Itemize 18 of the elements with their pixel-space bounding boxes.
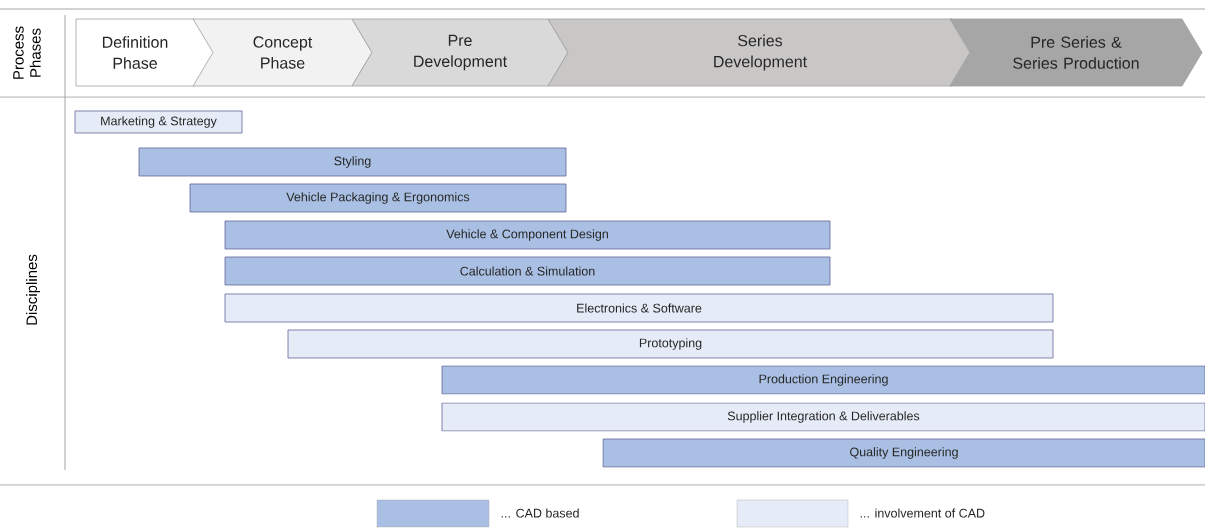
discipline-bar: Calculation & Simulation xyxy=(224,256,831,286)
phase-band: Definition Phase xyxy=(75,18,215,87)
discipline-bar: Production Engineering xyxy=(441,365,1205,395)
phase-band: Pre Series & Series Production xyxy=(949,18,1203,87)
discipline-bar: Vehicle & Component Design xyxy=(224,220,831,250)
side-label: Disciplines xyxy=(26,254,40,325)
legend-label: ... CAD based xyxy=(501,508,579,518)
discipline-bar: Marketing & Strategy xyxy=(74,110,243,134)
phase-band: Pre Development xyxy=(351,18,569,87)
discipline-bar: Electronics & Software xyxy=(224,293,1054,323)
phase-band: Series Development xyxy=(547,18,973,87)
discipline-bar: Prototyping xyxy=(287,329,1054,359)
discipline-bar: Styling xyxy=(138,147,567,177)
discipline-bar: Supplier Integration & Deliverables xyxy=(441,402,1205,432)
discipline-bar: Quality Engineering xyxy=(602,438,1205,468)
legend-label: ... involvement of CAD xyxy=(860,508,985,518)
side-label: Process Phases xyxy=(13,26,41,79)
discipline-bar: Vehicle Packaging & Ergonomics xyxy=(189,183,567,213)
